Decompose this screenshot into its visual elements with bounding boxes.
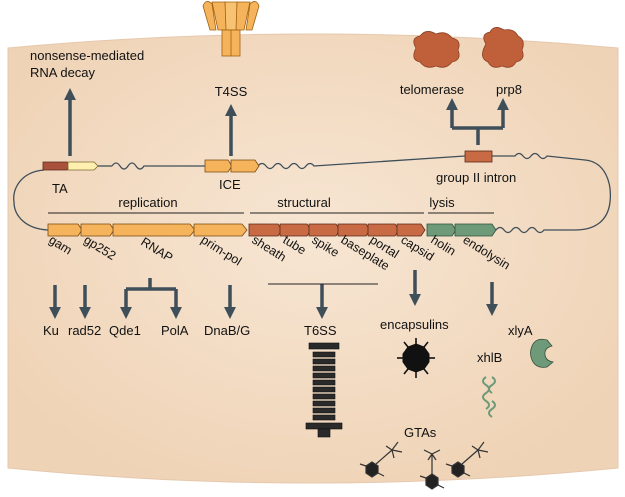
label-telomerase: telomerase [400, 82, 464, 97]
label-nmd-line1: nonsense-mediated [30, 48, 144, 63]
gene-baseplate [337, 223, 371, 237]
gene-sheath [248, 223, 283, 237]
gene-ta-brown [42, 161, 70, 171]
gene-endolysin [454, 223, 497, 237]
label-ta: TA [52, 181, 68, 196]
label-qde1: Qde1 [109, 323, 141, 338]
prp8-protein-icon [482, 27, 524, 68]
module-label-structural: structural [277, 195, 331, 210]
label-nmd-line2: RNA decay [30, 65, 96, 80]
label-t6ss: T6SS [304, 323, 337, 338]
gta-particle-2 [419, 449, 445, 490]
gta-particles-icon [359, 441, 489, 490]
label-rad52: rad52 [68, 323, 101, 338]
gene-spike [308, 223, 341, 237]
gene-group-ii-intron [464, 150, 493, 163]
gene-capsid [396, 223, 426, 237]
gene-tube [279, 223, 312, 237]
label-ice: ICE [219, 177, 241, 192]
gene-ice-1 [204, 159, 233, 173]
label-prp8: prp8 [496, 82, 522, 97]
downward-arrows [49, 270, 498, 319]
gene-holin [426, 223, 457, 237]
gene-ice-2 [230, 159, 260, 173]
genome-loop [13, 152, 612, 234]
gene-ta-cream [67, 161, 99, 171]
product-labels: Ku rad52 Qde1 PolA DnaB/G T6SS encapsuli… [43, 317, 533, 440]
label-ku: Ku [43, 323, 59, 338]
arrow-rnap-branch [126, 278, 176, 291]
gene-portal [367, 223, 400, 237]
label-pola: PolA [161, 323, 189, 338]
label-xlya: xlyA [508, 323, 533, 338]
gene-track [47, 223, 497, 237]
arrow-intron-branch [452, 126, 503, 145]
xhlb-protein-icon [482, 376, 496, 418]
label-t4ss: T4SS [215, 84, 248, 99]
t4ss-channel-icon [202, 1, 260, 57]
cell-background [7, 33, 619, 484]
label-encapsulins: encapsulins [380, 317, 449, 332]
gene-gam [47, 223, 83, 237]
telomerase-protein-icon [413, 31, 460, 68]
gene-gp252 [80, 223, 115, 237]
t6ss-machine-icon [305, 342, 343, 438]
module-label-lysis: lysis [429, 195, 455, 210]
module-label-replication: replication [118, 195, 177, 210]
label-gtas: GTAs [404, 425, 437, 440]
gene-rnap [112, 223, 196, 237]
gene-prim-pol [193, 223, 248, 237]
encapsulin-icon [397, 338, 435, 378]
upward-arrows [64, 88, 509, 156]
gta-particle-1 [359, 441, 403, 478]
gta-particle-3 [445, 441, 489, 478]
label-xhlb: xhlB [477, 350, 502, 365]
label-dnabg: DnaB/G [204, 323, 250, 338]
label-group-ii-intron: group II intron [436, 170, 516, 185]
xlya-protein-icon [530, 338, 554, 368]
